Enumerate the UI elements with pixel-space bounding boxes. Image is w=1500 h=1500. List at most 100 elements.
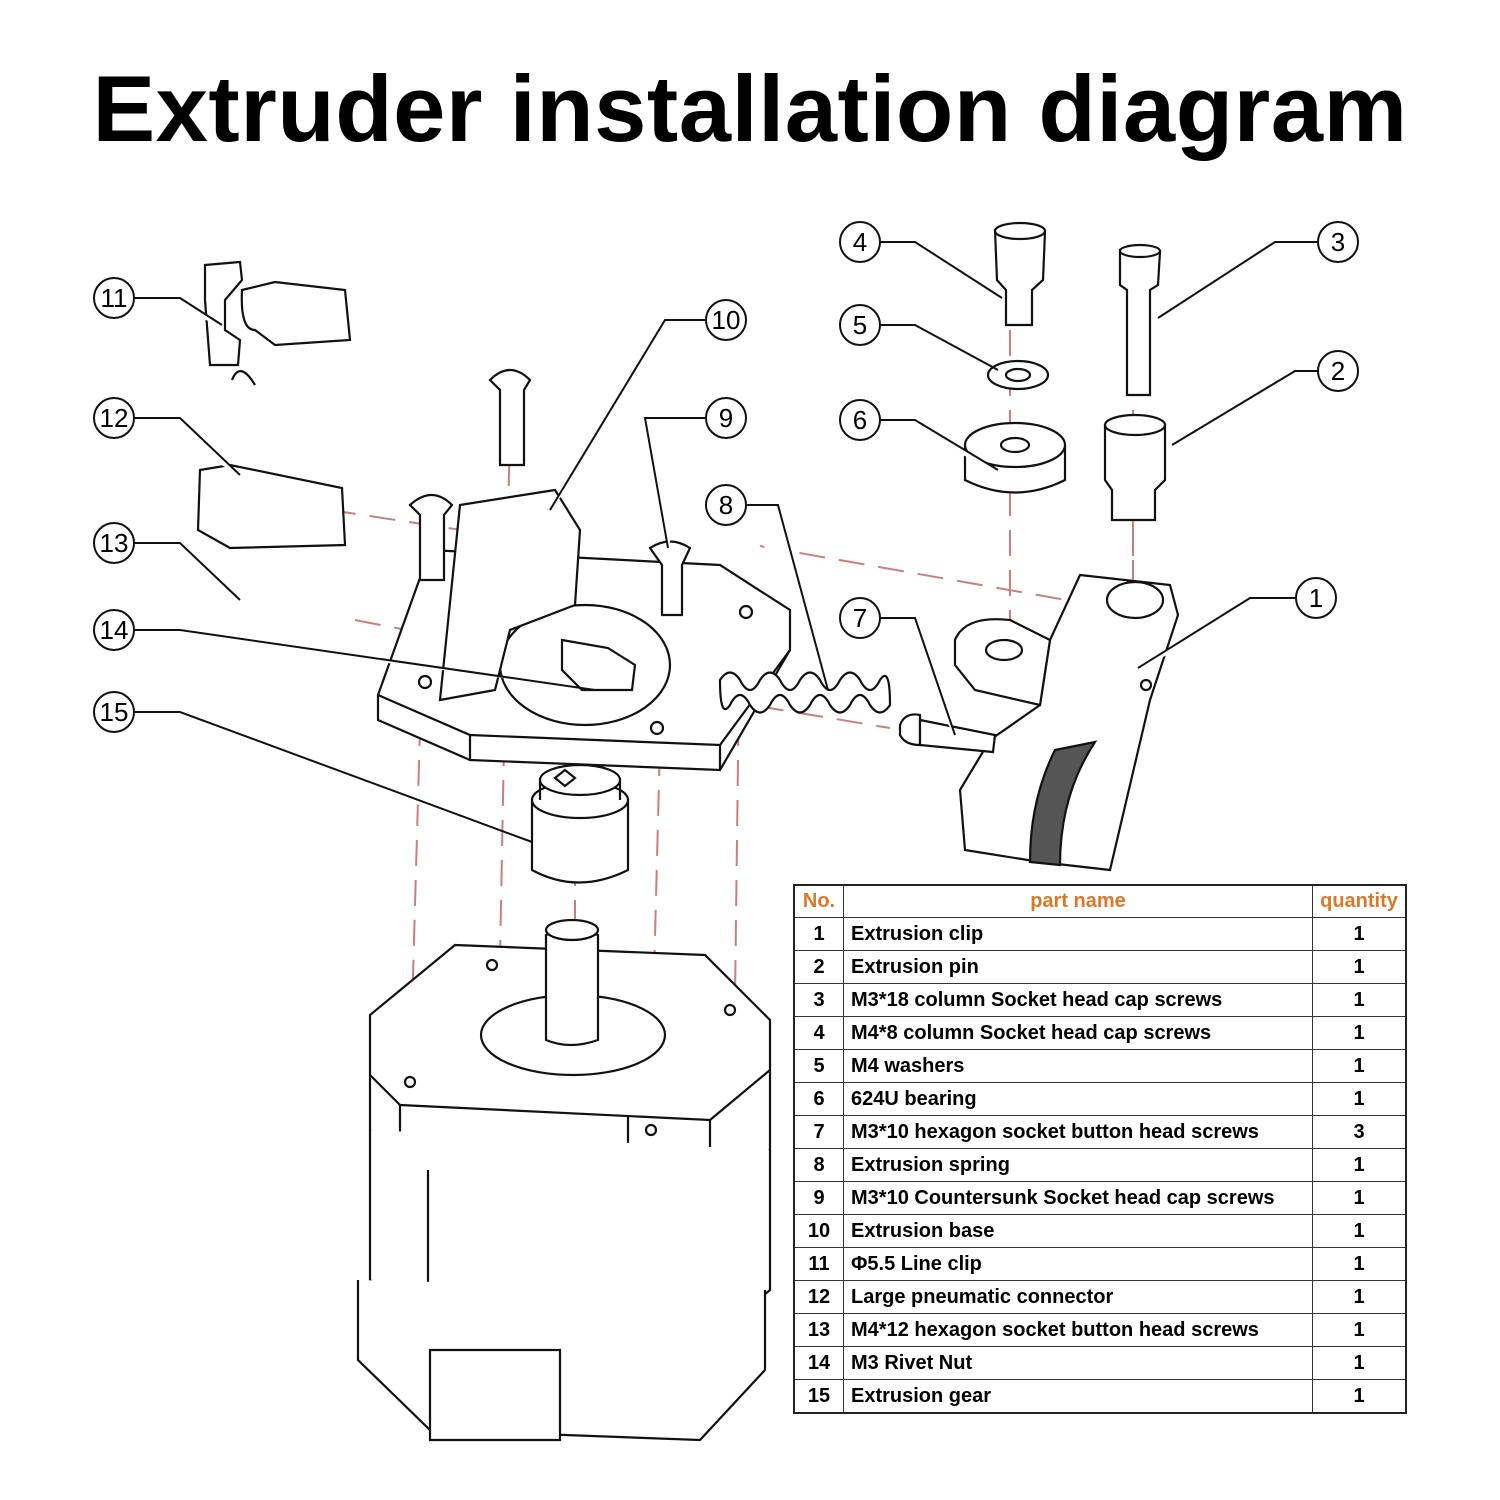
- row-part-name: M3*10 Countersunk Socket head cap screws: [843, 1181, 1313, 1215]
- callout-6: 6: [839, 399, 999, 471]
- row-quantity: 1: [1312, 1214, 1407, 1248]
- row-part-name: Extrusion base: [843, 1214, 1313, 1248]
- row-part-name: M4*12 hexagon socket button head screws: [843, 1313, 1313, 1347]
- callout-9: 9: [643, 397, 747, 549]
- row-no: 4: [793, 1016, 844, 1050]
- svg-text:5: 5: [853, 310, 867, 340]
- row-part-name: M3*18 column Socket head cap screws: [843, 983, 1313, 1017]
- row-no: 14: [793, 1346, 844, 1380]
- row-quantity: 1: [1312, 950, 1407, 984]
- row-no: 12: [793, 1280, 844, 1314]
- row-quantity: 1: [1312, 1313, 1407, 1347]
- svg-text:11: 11: [101, 283, 128, 313]
- screws-and-fasteners: [196, 221, 1167, 754]
- row-no: 15: [793, 1379, 844, 1414]
- row-part-name: M4*8 column Socket head cap screws: [843, 1016, 1313, 1050]
- row-part-name: Φ5.5 Line clip: [843, 1247, 1313, 1281]
- svg-text:12: 12: [100, 403, 129, 433]
- row-part-name: M3 Rivet Nut: [843, 1346, 1313, 1380]
- callout-13: 13: [93, 522, 241, 601]
- svg-text:7: 7: [853, 603, 867, 633]
- extrusion-clip: [953, 573, 1180, 872]
- row-quantity: 1: [1312, 1181, 1407, 1215]
- row-quantity: 1: [1312, 1379, 1407, 1414]
- row-quantity: 1: [1312, 1082, 1407, 1116]
- callout-12: 12: [93, 397, 241, 476]
- row-no: 2: [793, 950, 844, 984]
- callout-2: 2: [1171, 350, 1359, 446]
- extrusion-spring: [718, 671, 892, 714]
- row-quantity: 1: [1312, 1148, 1407, 1182]
- header-part-name: part name: [843, 884, 1313, 918]
- row-no: 9: [793, 1181, 844, 1215]
- svg-text:2: 2: [1331, 356, 1345, 386]
- diagram-title: Extruder installation diagram: [92, 56, 1408, 161]
- callout-3: 3: [1157, 221, 1359, 319]
- row-part-name: M3*10 hexagon socket button head screws: [843, 1115, 1313, 1149]
- row-part-name: Extrusion pin: [843, 950, 1313, 984]
- callout-10: 10: [549, 299, 747, 511]
- callouts: 1 2 3 4 5 6 7 8 9 10 11 12 13 14 15: [93, 221, 1359, 843]
- callout-11: 11: [93, 277, 223, 326]
- row-no: 6: [793, 1082, 844, 1116]
- row-part-name: Extrusion gear: [843, 1379, 1313, 1414]
- svg-text:9: 9: [719, 403, 733, 433]
- svg-text:3: 3: [1331, 227, 1345, 257]
- table-header-row: No. part name quantity: [793, 884, 1407, 918]
- row-quantity: 3: [1312, 1115, 1407, 1149]
- row-part-name: M4 washers: [843, 1049, 1313, 1083]
- row-quantity: 1: [1312, 1346, 1407, 1380]
- row-quantity: 1: [1312, 1016, 1407, 1050]
- row-quantity: 1: [1312, 1049, 1407, 1083]
- motor: [356, 918, 772, 1442]
- svg-text:14: 14: [100, 615, 129, 645]
- row-part-name: Extrusion clip: [843, 917, 1313, 951]
- row-part-name: Large pneumatic connector: [843, 1280, 1313, 1314]
- svg-text:15: 15: [100, 697, 129, 727]
- svg-text:8: 8: [719, 490, 733, 520]
- callout-5: 5: [839, 304, 999, 371]
- row-no: 13: [793, 1313, 844, 1347]
- row-no: 10: [793, 1214, 844, 1248]
- row-no: 7: [793, 1115, 844, 1149]
- callout-15: 15: [93, 691, 533, 843]
- svg-text:13: 13: [100, 528, 129, 558]
- svg-text:10: 10: [712, 305, 741, 335]
- row-quantity: 1: [1312, 1247, 1407, 1281]
- row-no: 3: [793, 983, 844, 1017]
- callout-14: 14: [93, 609, 596, 691]
- row-quantity: 1: [1312, 917, 1407, 951]
- svg-text:1: 1: [1309, 583, 1323, 613]
- row-part-name: 624U bearing: [843, 1082, 1313, 1116]
- row-part-name: Extrusion spring: [843, 1148, 1313, 1182]
- callout-7: 7: [839, 597, 956, 736]
- row-quantity: 1: [1312, 983, 1407, 1017]
- row-quantity: 1: [1312, 1280, 1407, 1314]
- svg-text:4: 4: [853, 227, 867, 257]
- row-no: 1: [793, 917, 844, 951]
- svg-text:6: 6: [853, 405, 867, 435]
- callout-1: 1: [1137, 577, 1337, 669]
- callout-8: 8: [705, 484, 829, 691]
- extrusion-gear: [530, 763, 630, 884]
- row-no: 5: [793, 1049, 844, 1083]
- header-no: No.: [793, 884, 844, 918]
- header-quantity: quantity: [1312, 884, 1407, 918]
- callout-4: 4: [839, 221, 1003, 299]
